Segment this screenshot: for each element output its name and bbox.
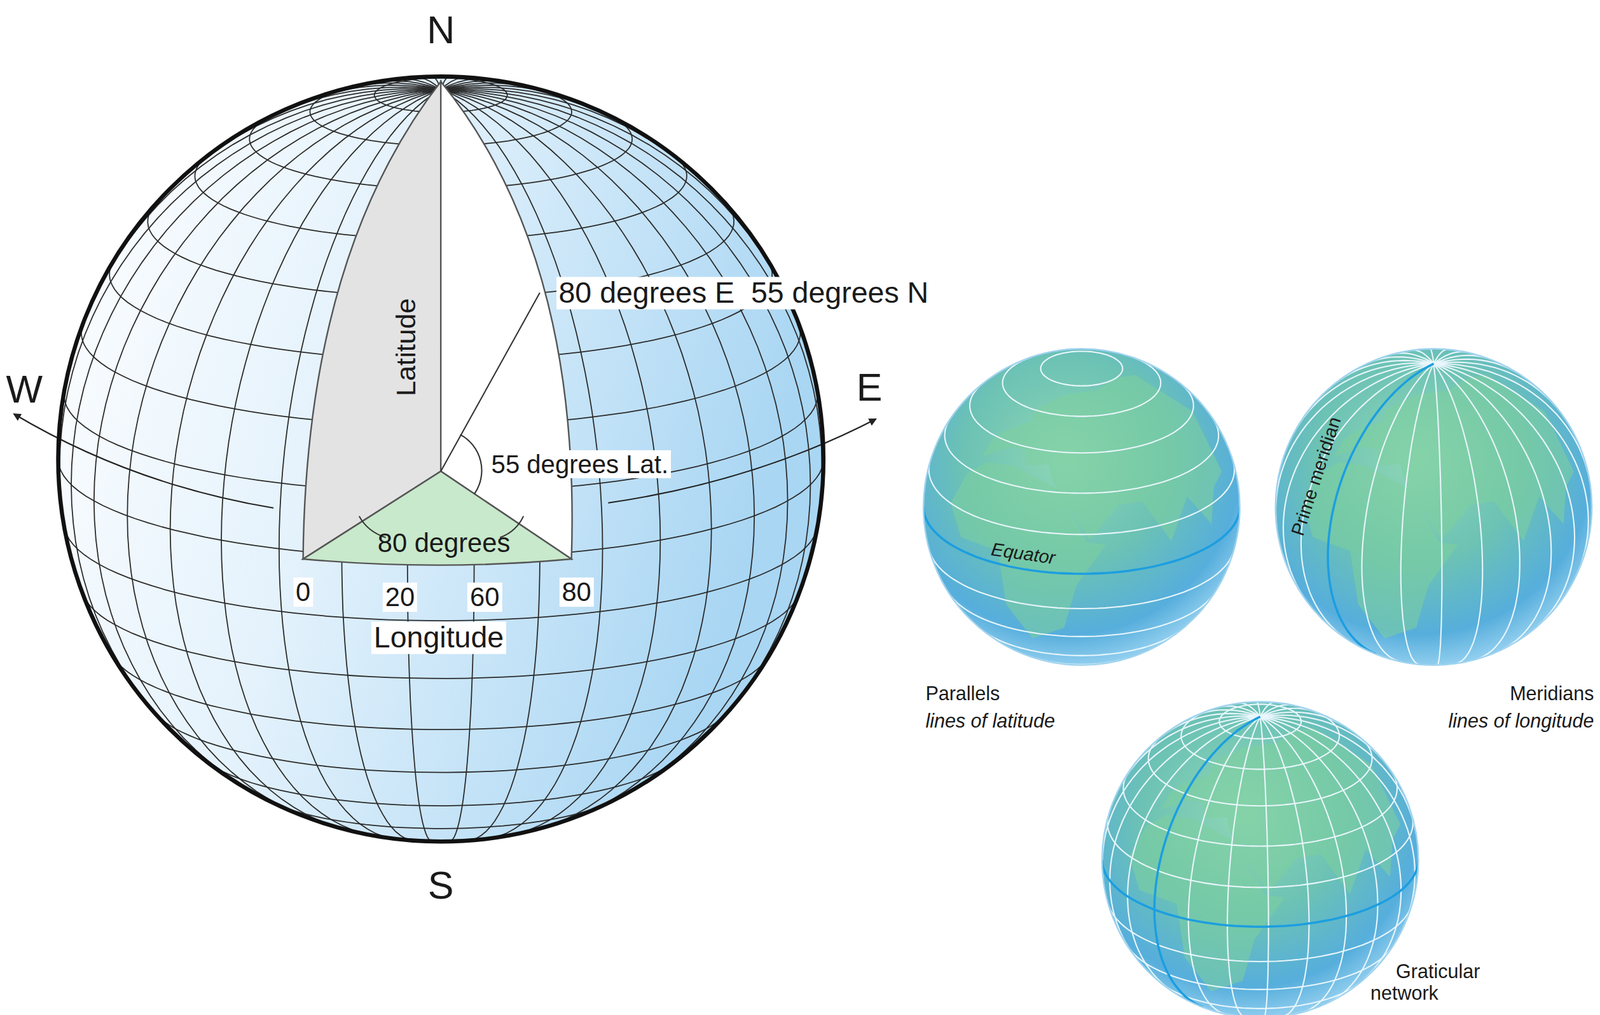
meridian-line [1227, 716, 1261, 1015]
compass-letter: E [856, 366, 883, 409]
degree-number: 20 [382, 582, 418, 612]
coordinate-label: 80 degrees E 55 degrees N [556, 276, 932, 310]
caption-subtitle: lines of longitude [1448, 710, 1594, 733]
angle-label: 80 degrees [377, 528, 511, 558]
parallel-line [1123, 773, 1398, 847]
parallels-globe [923, 351, 1240, 664]
degree-number: 60 [467, 582, 502, 612]
caption-title: Meridians [1509, 682, 1594, 705]
meridian-line [1283, 363, 1435, 603]
equator-line [1102, 859, 1419, 927]
compass-letter: W [6, 368, 44, 411]
small-globe [1102, 702, 1419, 1015]
meridian-line [1433, 363, 1442, 666]
landmass [1160, 728, 1401, 895]
axis-label: Latitude [391, 298, 422, 397]
landmass [1334, 375, 1574, 542]
parallel-line [1002, 356, 1162, 416]
degree-number: 80 [558, 577, 594, 607]
globe-body [57, 76, 823, 842]
meridian-line [1301, 363, 1435, 638]
compass-letter: N [426, 9, 455, 53]
prime-meridian-line [1327, 363, 1434, 655]
meridian-line [1260, 716, 1269, 1015]
parallel-line [944, 420, 1220, 494]
small-globe [1275, 349, 1592, 666]
globe-outline [923, 349, 1240, 666]
globe-outline [1275, 349, 1592, 666]
equatorial-wedge [303, 471, 572, 566]
meridian-line [1433, 363, 1588, 579]
parallel-line [155, 713, 725, 773]
small-globe [923, 349, 1240, 666]
landmass [981, 375, 1222, 542]
compass-letter: S [427, 864, 455, 907]
radius-line [440, 292, 540, 472]
parallel-line [1041, 351, 1124, 386]
parallel-line [931, 553, 1234, 608]
parallel-line [929, 462, 1235, 535]
meridian-line [1433, 363, 1520, 660]
meridian-line [1361, 363, 1434, 661]
west-arrow [13, 413, 274, 509]
parallel-line [969, 384, 1194, 453]
meridian-line [1433, 363, 1590, 482]
angle-label: 55 degrees Lat. [489, 450, 672, 479]
equator-line [923, 506, 1240, 574]
degree-number: 0 [293, 577, 313, 607]
parallel-line [1163, 985, 1358, 1009]
parallel-line [951, 596, 1213, 637]
meridian-line [1188, 716, 1261, 1014]
axis-label: Longitude [371, 621, 507, 654]
caption-title: Parallels [925, 682, 1000, 705]
meridian-line [1102, 716, 1260, 879]
meridian-line [1400, 363, 1435, 665]
globe-outline [1102, 702, 1419, 1015]
meridian-line [1296, 363, 1435, 430]
prime-meridian-line [1154, 716, 1260, 1008]
parallel-line [1107, 815, 1413, 888]
parallel-line [1148, 737, 1373, 806]
meridian-line [1433, 362, 1555, 407]
meridian-line [1260, 716, 1347, 1013]
caption-subtitle: lines of latitude [925, 710, 1055, 733]
meridians-globe [1275, 349, 1590, 666]
graticule-globe [1102, 702, 1419, 1015]
meridian-line [1122, 716, 1261, 783]
parallel-line [985, 632, 1180, 656]
angle-arc [460, 434, 483, 494]
graticule [58, 76, 824, 841]
parallel-line [1130, 949, 1391, 990]
meridian-line [440, 87, 615, 119]
meridian-line [1260, 715, 1382, 760]
caption-title: Graticular network [1370, 961, 1499, 1005]
meridian-line [1127, 716, 1261, 991]
meridian-line [1260, 716, 1415, 932]
globe-outline [57, 76, 823, 842]
meridian-line [1260, 716, 1417, 835]
